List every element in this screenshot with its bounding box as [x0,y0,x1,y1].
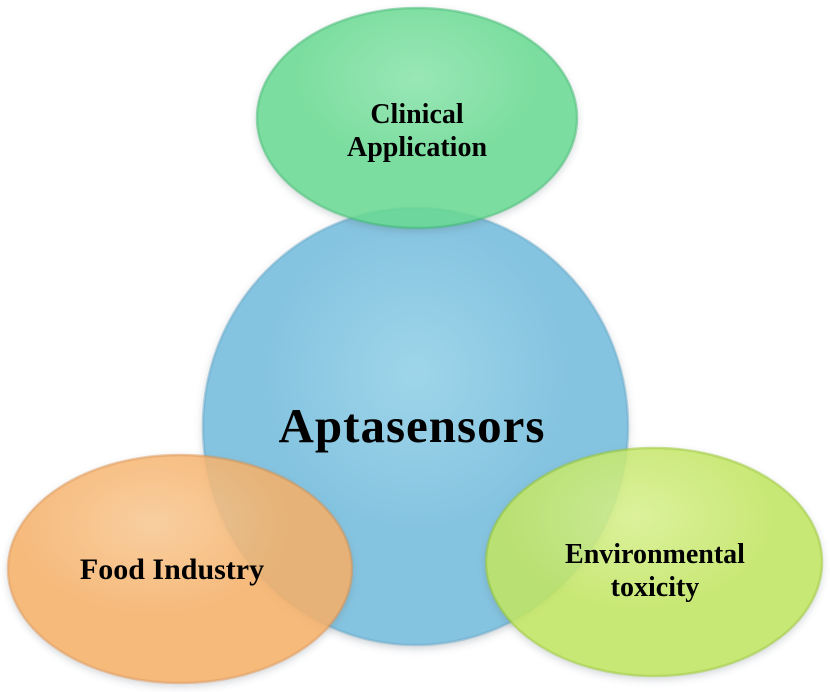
clinical-label-line1: Clinical [370,99,464,130]
environmental-toxicity-ellipse [484,446,824,678]
food-industry-label: Food Industry [80,553,264,586]
center-label-aptasensors: Aptasensors [279,398,546,453]
clinical-label-line2: Application [347,132,487,163]
food-industry-group [6,453,354,685]
environmental-toxicity-group [484,446,824,678]
clinical-application-group [255,6,579,230]
environmental-label-line2: toxicity [611,572,700,603]
clinical-application-ellipse [255,6,579,230]
environmental-label-line1: Environmental [565,539,745,570]
food-industry-ellipse [6,453,354,685]
